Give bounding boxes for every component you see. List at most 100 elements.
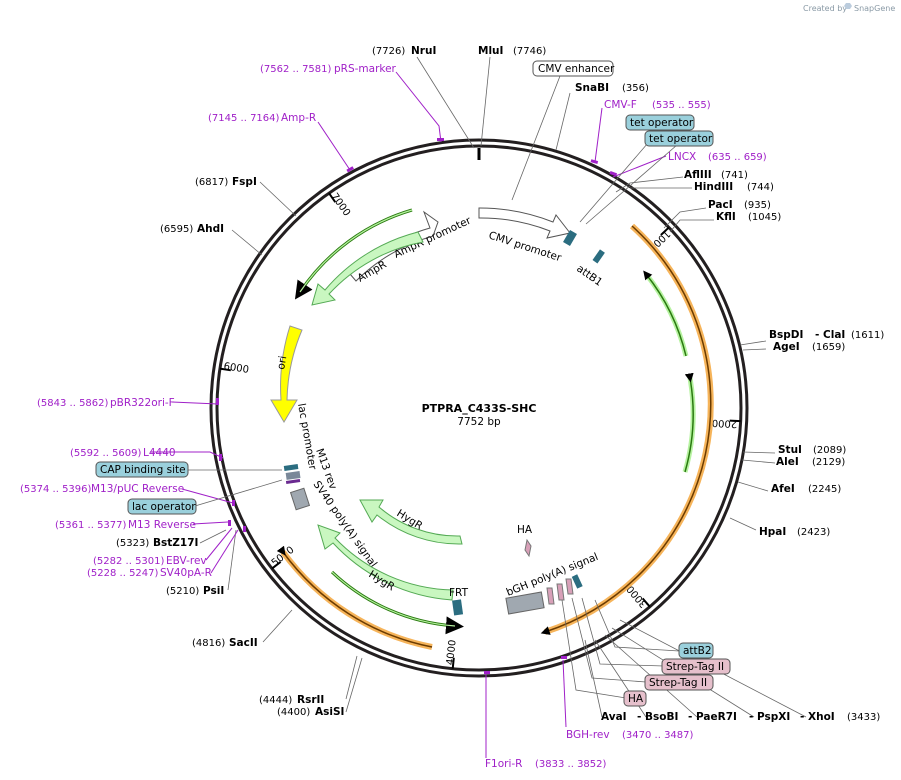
ampr-arrow[interactable]	[311, 231, 424, 306]
tet-operator-box-1[interactable]: tet operator	[625, 114, 695, 131]
strep-tag-label-1: Strep-Tag II	[666, 661, 724, 673]
orange-arc-left	[280, 550, 433, 650]
xhoi-label: - XhoI	[800, 711, 835, 723]
strep-tag-marker-2	[556, 583, 565, 601]
hpai-pos: (2423)	[797, 527, 830, 538]
tick-mark-2000	[729, 419, 741, 423]
tick-label-7000: 7000	[328, 191, 352, 218]
nrui-pos: (7726)	[372, 46, 405, 57]
clai-label: - ClaI	[815, 329, 845, 341]
paer7i-label: - PaeR7I	[688, 711, 737, 723]
kfli-pos: (1045)	[748, 212, 781, 223]
m13-puc-rev-pos: (5374 .. 5396)	[20, 484, 92, 495]
strep-tag-label-2: Strep-Tag II	[649, 677, 707, 689]
primer-leaders	[150, 71, 667, 758]
afei-pos: (2245)	[808, 484, 841, 495]
lac-purple-marker	[285, 479, 301, 484]
m13-puc-rev-label: M13/pUC Reverse	[91, 483, 184, 495]
tick-label-6000: 6000	[223, 361, 250, 376]
cmv-f-pos: (535 .. 555)	[652, 100, 711, 111]
lac-operator-label: lac operator	[132, 501, 196, 513]
m13-rev-pos: (5361 .. 5377)	[55, 520, 127, 531]
tet-operator-box-2[interactable]: tet operator	[644, 130, 714, 147]
tet-operator-label-1: tet operator	[630, 117, 694, 129]
hygr-arrow-1[interactable]	[359, 499, 463, 545]
l4440-pos: (5592 .. 5609)	[70, 448, 142, 459]
lac-operator-box[interactable]: lac operator	[127, 498, 197, 515]
pspxi-label: - PspXI	[749, 711, 790, 723]
credit-brand: SnapGene	[854, 4, 895, 13]
stui-pos: (2089)	[813, 445, 846, 456]
hygr-arrow-2[interactable]	[317, 524, 454, 601]
lncx-pos: (635 .. 659)	[708, 152, 767, 163]
prs-marker-label: pRS-marker	[334, 63, 397, 75]
ha-marker-2	[565, 578, 574, 595]
paci-label: PacI	[708, 199, 733, 211]
sv40pa-r-pos: (5228 .. 5247)	[87, 568, 159, 579]
amp-r-primer-label: Amp-R	[281, 112, 316, 124]
ha-inner-marker	[524, 538, 532, 558]
bgh-polya-block[interactable]	[505, 591, 545, 615]
snabi-label: SnaBI	[575, 82, 609, 94]
attb2-label: attB2	[683, 645, 712, 657]
cmv-teal-marker	[563, 229, 577, 247]
tick-mark-6000	[219, 367, 231, 372]
clai-pos: (1611)	[851, 330, 884, 341]
aflIII-label: AflIII	[684, 169, 712, 181]
fspi-label: FspI	[232, 176, 257, 188]
ori-arrow[interactable]	[270, 325, 303, 423]
ha-box[interactable]: HA	[623, 690, 647, 707]
lac-striped-marker	[285, 471, 301, 480]
f1ori-r-label: F1ori-R	[485, 758, 522, 770]
kfli-label: KflI	[716, 211, 736, 223]
rsrii-label: RsrII	[297, 694, 324, 706]
lncx-label: LNCX	[668, 151, 696, 163]
prs-marker-pos: (7562 .. 7581)	[260, 64, 332, 75]
agei-pos: (1659)	[812, 342, 845, 353]
backbone-inner	[215, 144, 743, 672]
cmv-enhancer-box[interactable]: CMV enhancer	[532, 60, 615, 77]
bstz17i-label: BstZ17I	[153, 537, 198, 549]
strep-tag-box-2[interactable]: Strep-Tag II	[644, 674, 714, 691]
frt-label: FRT	[449, 587, 469, 599]
plasmid-size: 7752 bp	[457, 416, 501, 428]
cmv-promoter-arrow[interactable]	[478, 207, 571, 239]
hpai-label: HpaI	[759, 526, 786, 538]
hindIII-pos: (744)	[747, 182, 774, 193]
ahdi-label: AhdI	[197, 223, 224, 235]
sv40-polya-block[interactable]	[289, 487, 311, 511]
xhoi-pos: (3433)	[847, 712, 880, 723]
lac-promoter-label: lac promoter	[295, 402, 319, 471]
snabi-pos: (356)	[622, 83, 649, 94]
cap-binding-site-box[interactable]: CAP binding site	[95, 461, 189, 478]
plasmid-name: PTPRA_C433S-SHC	[422, 402, 537, 415]
aflIII-pos: (741)	[721, 170, 748, 181]
bgh-rev-pos: (3470 .. 3487)	[622, 730, 694, 741]
psii-pos: (5210)	[166, 586, 199, 597]
sacii-pos: (4816)	[192, 638, 225, 649]
attb2-marker	[571, 574, 583, 589]
attb2-box[interactable]: attB2	[678, 642, 714, 659]
nrui-label: NruI	[411, 45, 436, 57]
mlui-label: MluI	[478, 45, 503, 57]
attb1-marker	[592, 249, 605, 264]
credit-prefix: Created by	[803, 4, 847, 13]
bspdi-label: BspDI	[769, 329, 803, 341]
strep-tag-box-1[interactable]: Strep-Tag II	[661, 658, 731, 675]
lac-teal-marker	[283, 464, 299, 471]
tick-mark-7000	[328, 192, 337, 203]
ori-label: ori	[275, 355, 289, 371]
amp-r-primer-pos: (7145 .. 7164)	[208, 113, 280, 124]
asisi-label: AsiSI	[315, 706, 344, 718]
alei-pos: (2129)	[812, 457, 845, 468]
primer-labels: (7562 .. 7581) pRS-marker (7145 .. 7164)…	[20, 63, 767, 770]
ha-box-label: HA	[628, 693, 644, 705]
tet-operator-label-2: tet operator	[649, 133, 713, 145]
tick-mark-4000	[451, 657, 455, 669]
primer-marks	[216, 138, 618, 674]
ahdi-pos: (6595)	[160, 224, 193, 235]
cmv-enhancer-label: CMV enhancer	[538, 63, 615, 75]
sv40-polya-label: SV40 poly(A) signal	[311, 479, 380, 570]
asisi-pos: (4400)	[277, 707, 310, 718]
sacii-label: SacII	[229, 637, 258, 649]
